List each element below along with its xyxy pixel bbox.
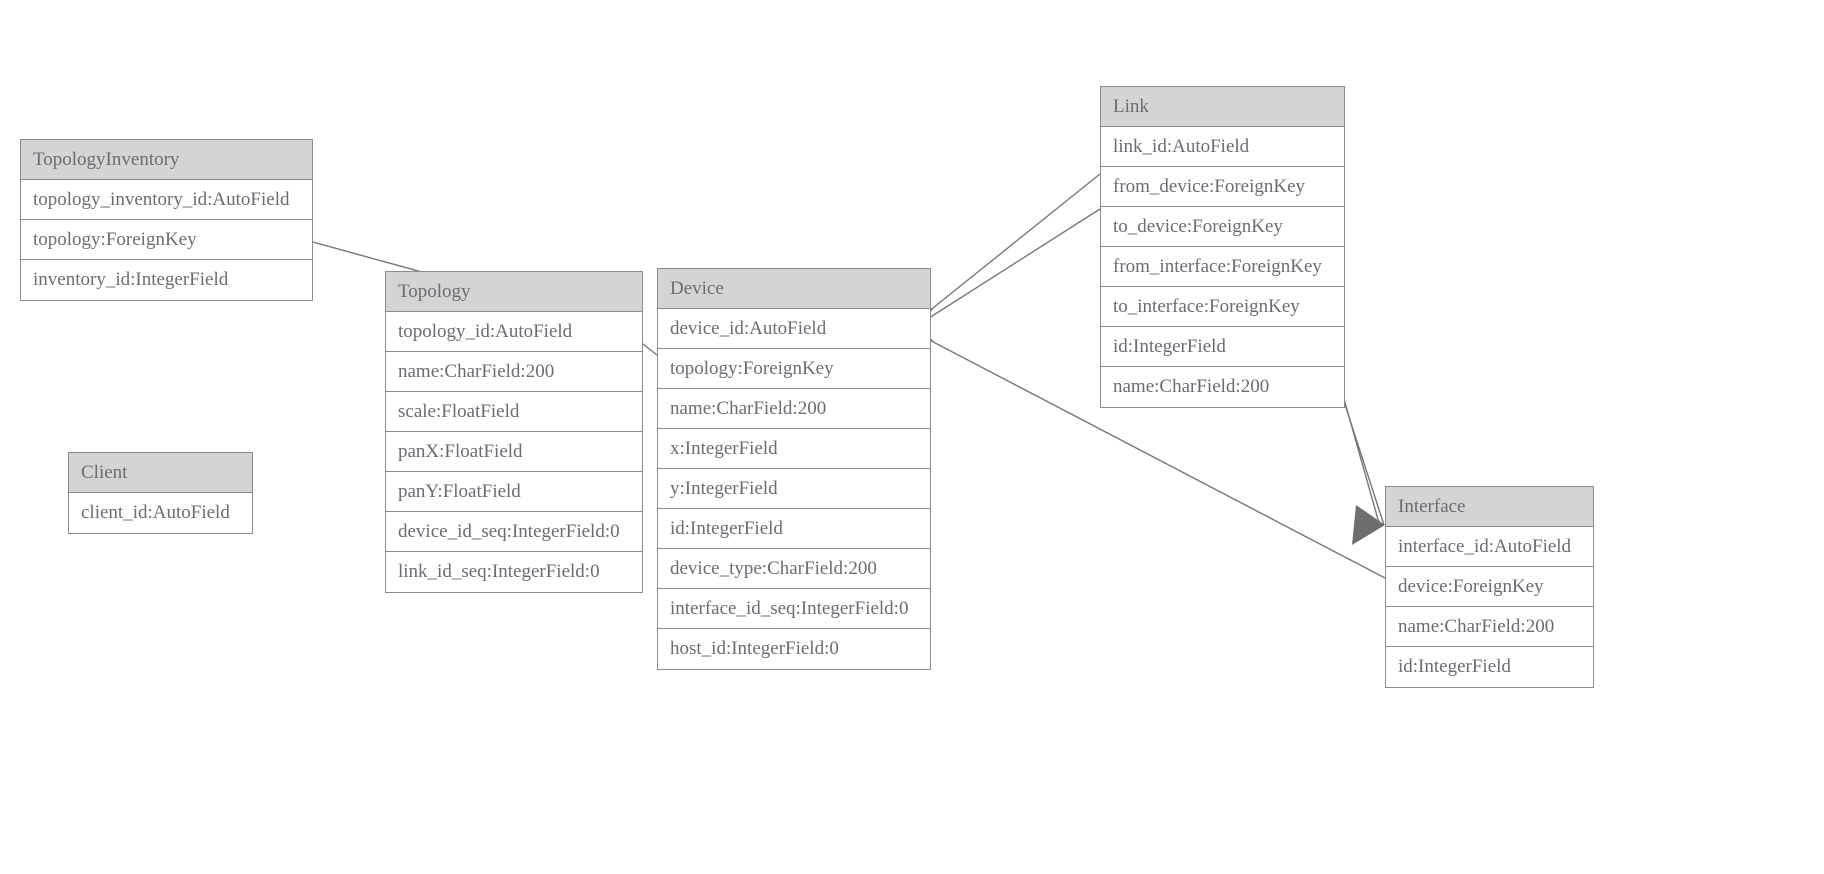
entity-title: Interface bbox=[1386, 487, 1593, 527]
entity-field: scale:FloatField bbox=[386, 392, 642, 432]
entity-client[interactable]: Client client_id:AutoField bbox=[68, 452, 253, 534]
entity-field: from_device:ForeignKey bbox=[1101, 167, 1344, 207]
entity-field: to_interface:ForeignKey bbox=[1101, 287, 1344, 327]
entity-field: topology:ForeignKey bbox=[658, 349, 930, 389]
entity-title: Device bbox=[658, 269, 930, 309]
entity-field: device_type:CharField:200 bbox=[658, 549, 930, 589]
entity-topology[interactable]: Topology topology_id:AutoField name:Char… bbox=[385, 271, 643, 593]
entity-field: panY:FloatField bbox=[386, 472, 642, 512]
entity-field: name:CharField:200 bbox=[1101, 367, 1344, 407]
entity-field: inventory_id:IntegerField bbox=[21, 260, 312, 300]
entity-field: y:IntegerField bbox=[658, 469, 930, 509]
entity-field: interface_id_seq:IntegerField:0 bbox=[658, 589, 930, 629]
entity-field: link_id:AutoField bbox=[1101, 127, 1344, 167]
edge-link-to-device-device bbox=[917, 208, 1101, 326]
entity-title: Client bbox=[69, 453, 252, 493]
entity-field: link_id_seq:IntegerField:0 bbox=[386, 552, 642, 592]
entity-interface[interactable]: Interface interface_id:AutoField device:… bbox=[1385, 486, 1594, 688]
entity-device[interactable]: Device device_id:AutoField topology:Fore… bbox=[657, 268, 931, 670]
entity-field: id:IntegerField bbox=[1386, 647, 1593, 687]
entity-field: device:ForeignKey bbox=[1386, 567, 1593, 607]
entity-field: host_id:IntegerField:0 bbox=[658, 629, 930, 669]
edge-link-from-device-device bbox=[917, 173, 1101, 321]
entity-field: id:IntegerField bbox=[658, 509, 930, 549]
entity-field: name:CharField:200 bbox=[1386, 607, 1593, 647]
entity-field: device_id_seq:IntegerField:0 bbox=[386, 512, 642, 552]
entity-field: interface_id:AutoField bbox=[1386, 527, 1593, 567]
entity-field: panX:FloatField bbox=[386, 432, 642, 472]
entity-field: device_id:AutoField bbox=[658, 309, 930, 349]
arrowhead-interface-left bbox=[1352, 505, 1385, 545]
entity-field: topology:ForeignKey bbox=[21, 220, 312, 260]
entity-field: from_interface:ForeignKey bbox=[1101, 247, 1344, 287]
entity-field: topology_id:AutoField bbox=[386, 312, 642, 352]
entity-title: Link bbox=[1101, 87, 1344, 127]
entity-field: x:IntegerField bbox=[658, 429, 930, 469]
entity-field: client_id:AutoField bbox=[69, 493, 252, 533]
entity-field: topology_inventory_id:AutoField bbox=[21, 180, 312, 220]
entity-field: to_device:ForeignKey bbox=[1101, 207, 1344, 247]
entity-field: name:CharField:200 bbox=[658, 389, 930, 429]
entity-title: TopologyInventory bbox=[21, 140, 312, 180]
entity-topologyinventory[interactable]: TopologyInventory topology_inventory_id:… bbox=[20, 139, 313, 301]
entity-title: Topology bbox=[386, 272, 642, 312]
entity-link[interactable]: Link link_id:AutoField from_device:Forei… bbox=[1100, 86, 1345, 408]
entity-field: id:IntegerField bbox=[1101, 327, 1344, 367]
entity-field: name:CharField:200 bbox=[386, 352, 642, 392]
